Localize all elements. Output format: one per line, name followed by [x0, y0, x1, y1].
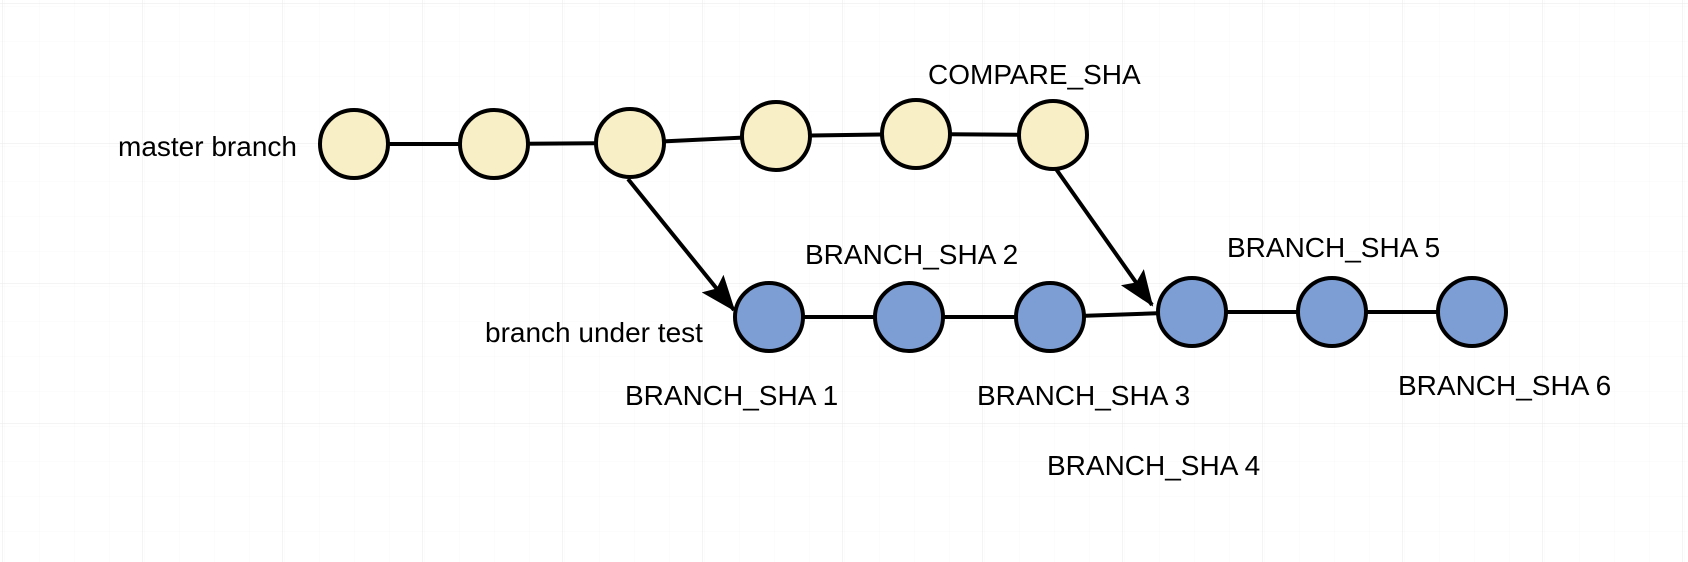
test-commit-1	[733, 281, 805, 353]
test-commit-5	[1296, 276, 1368, 348]
compare-merge-arrow	[1054, 167, 1154, 307]
branch-sha-1-label: BRANCH_SHA 1	[625, 380, 838, 411]
branch-sha-4-label: BRANCH_SHA 4	[1047, 450, 1260, 481]
branch-sha-3-label: BRANCH_SHA 3	[977, 380, 1190, 411]
commit-nodes	[318, 98, 1508, 353]
master-commit-2	[458, 108, 530, 180]
master-commit-5	[880, 98, 952, 170]
master-commit-4	[740, 100, 812, 172]
branch-sha-5-label: BRANCH_SHA 5	[1227, 232, 1440, 263]
branch-under-test-label: branch under test	[485, 317, 703, 348]
branch-fork-arrow	[626, 177, 736, 312]
master-commit-1	[318, 108, 390, 180]
branch-sha-2-label: BRANCH_SHA 2	[805, 239, 1018, 270]
compare-sha-label: COMPARE_SHA	[928, 59, 1141, 90]
branch-sha-6-label: BRANCH_SHA 6	[1398, 370, 1611, 401]
test-commit-2	[873, 281, 945, 353]
master-branch-label: master branch	[118, 131, 297, 162]
diagram-labels: master branch branch under test COMPARE_SH…	[118, 59, 1611, 481]
master-commit-3	[594, 107, 666, 179]
test-commit-3	[1014, 281, 1086, 353]
test-commit-4	[1156, 276, 1228, 348]
merge-arrows	[626, 167, 1154, 312]
master-commit-6	[1017, 99, 1089, 171]
test-commit-6	[1436, 276, 1508, 348]
